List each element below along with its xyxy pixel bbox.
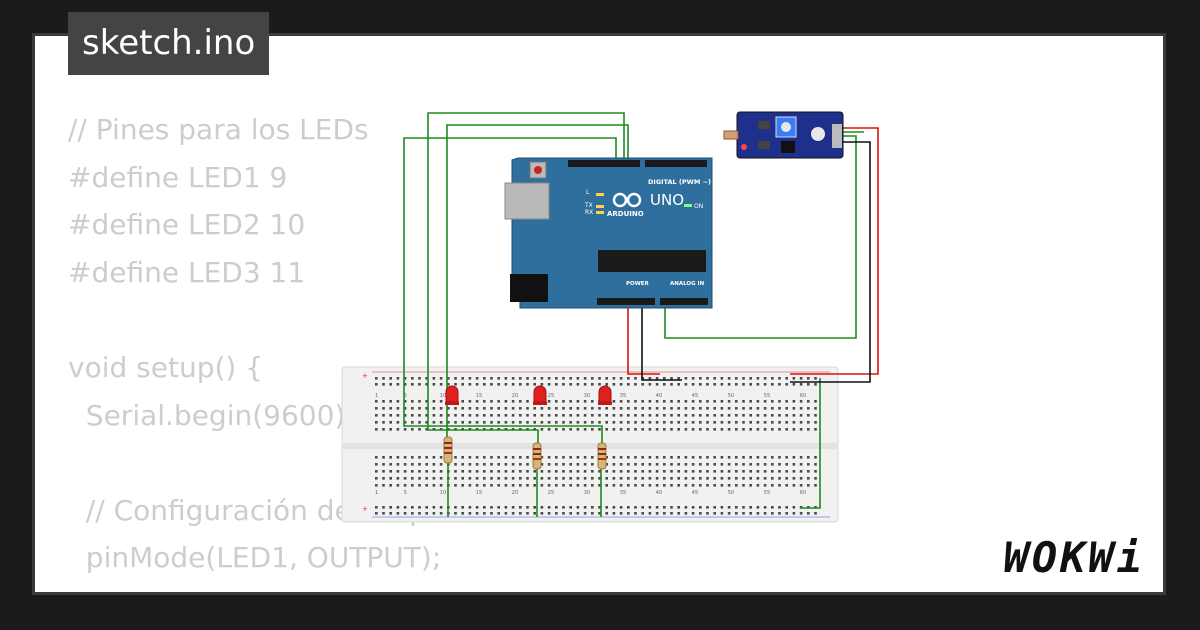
breadboard-column-number: 5 [404,393,407,399]
led-1[interactable] [445,385,459,405]
green-wires [403,112,857,517]
sketch-title[interactable]: sketch.ino [68,12,270,75]
breadboard-column-number: 50 [728,393,734,399]
breadboard-column-number: 30 [584,393,590,399]
breadboard-column-number: 25 [548,490,554,496]
breadboard-column-number: 1 [375,490,378,496]
code-line: void setup() { [68,350,264,384]
digital-header-left [568,160,640,167]
code-line: // Pines para los LEDs [68,113,369,146]
breadboard-column-number: 5 [404,490,407,496]
breadboard-column-number: 45 [692,490,698,496]
rx-label: RX [585,209,593,216]
svg-text:+: + [362,505,368,513]
analog-header [660,298,708,305]
breadboard-column-number: 15 [476,490,482,496]
code-line: pinMode(LED1, OUTPUT); [68,541,442,575]
on-label: ON [694,203,703,210]
code-line: #define LED3 11 [68,255,306,289]
breadboard-column-number: 1 [375,393,378,399]
breadboard-column-number: 35 [620,393,626,399]
board-brand: ARDUINO [607,210,644,218]
resistor-2[interactable] [532,442,542,470]
usb-connector [504,182,550,220]
code-line: Serial.begin(9600); [68,398,355,432]
breadboard-column-number: 45 [692,393,698,399]
tx-label: TX [584,202,593,209]
resistor-1[interactable] [443,436,453,464]
digital-label: DIGITAL (PWM ~) [648,178,711,186]
breadboard-column-number: 35 [620,490,626,496]
arduino-logo-icon [612,192,642,208]
svg-text:+: + [362,372,368,380]
code-line: #define LED1 9 [68,160,288,194]
code-background: // Pines para los LEDs #define LED1 9 #def… [68,106,661,592]
breadboard-column-number: 20 [512,393,518,399]
digital-header-right [645,160,707,167]
l-led-label: L [586,189,590,196]
breadboard-column-number: 55 [764,393,770,399]
breadboard-column-number: 50 [728,490,734,496]
breadboard-column-number: 40 [656,490,662,496]
breadboard-column-number: 60 [800,393,806,399]
wokwi-logo: WOKWi [1003,533,1145,582]
breadboard-column-number: 60 [800,490,806,496]
breadboard-column-number: 10 [440,393,446,399]
breadboard-column-number: 40 [656,393,662,399]
power-header [597,298,655,305]
breadboard-column-number: 15 [476,393,482,399]
resistor-3[interactable] [597,442,607,470]
reset-button[interactable] [534,166,542,174]
code-line: pinMode(LED2, OUTPUT); [68,582,661,592]
breadboard-column-number: 25 [548,393,554,399]
breadboard-holes [375,377,817,515]
breadboard-column-number: 30 [584,490,590,496]
arduino-uno-board[interactable]: DIGITAL (PWM ~) UNO ARDUINO L TX RX ON P… [504,157,713,309]
breadboard-column-number: 10 [440,490,446,496]
led-2[interactable] [533,385,547,405]
power-jack [510,274,548,302]
led-3[interactable] [598,385,612,405]
ldr-sensor-module[interactable] [723,111,844,159]
atmega-chip [598,250,706,272]
power-label: POWER [626,281,650,287]
analog-label: ANALOG IN [670,281,705,287]
power-wires [627,127,879,383]
code-line: #define LED2 10 [68,208,306,242]
breadboard-column-number: 55 [764,490,770,496]
breadboard-column-number: 20 [512,490,518,496]
board-model: UNO [650,191,684,209]
